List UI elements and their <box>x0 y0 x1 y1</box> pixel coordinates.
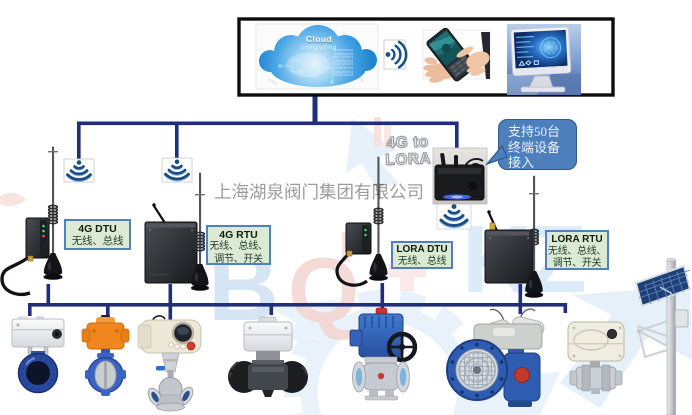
rtu-lora-device <box>484 210 534 284</box>
gateway-device-image <box>432 147 488 205</box>
cloud-subtitle: computing <box>301 43 337 51</box>
label-4g-dtu: 4G DTU 无线、总线 <box>64 219 131 250</box>
cloud-title: Cloud <box>305 34 333 44</box>
valve-gate-cream-actuator <box>137 315 202 412</box>
cloud-binary-digits: 0110100101 1010011010 0101101001 1101001… <box>333 49 354 79</box>
valve-butterfly-orange-actuator <box>81 315 130 396</box>
gateway-caption: 4G to LORA <box>380 133 435 169</box>
label-4g-rtu-line2: 调节、开关 <box>214 253 263 265</box>
mobile-phone-image <box>422 27 491 83</box>
company-watermark: 上海湖泉阀门集团有限公司 <box>214 182 424 202</box>
rtu-4g-antenna <box>191 172 209 291</box>
callout-tail <box>485 145 508 166</box>
dtu-lora-device <box>335 222 372 287</box>
wifi-signal-icon <box>383 39 408 70</box>
label-4g-rtu-title: 4G RTU <box>219 229 258 241</box>
gateway-caption-line2: LORA <box>384 149 432 169</box>
valve-ball-cream-actuator <box>567 321 625 394</box>
valve-butterfly-white-actuator <box>11 316 65 394</box>
rtu-lora-antenna <box>524 175 544 298</box>
wires <box>28 95 568 320</box>
callout-line2: 终端设备 <box>508 139 561 155</box>
label-lora-dtu-title: LORA DTU <box>396 244 448 255</box>
computer-monitor-image <box>507 24 581 95</box>
cloud-computing-image <box>255 23 379 90</box>
valve-ball-black-body <box>228 316 308 397</box>
label-lora-rtu-title: LORA RTU <box>551 234 603 245</box>
wifi-down-icon-4g-dtu <box>63 158 95 183</box>
rtu-4g-device <box>144 203 198 284</box>
label-lora-rtu: LORA RTU 无线、总线、 调节、开关 <box>545 230 609 270</box>
label-4g-rtu-line1: 无线、总线、 <box>209 241 268 252</box>
label-lora-rtu-line2: 调节、开关 <box>552 258 602 269</box>
valve-flanged-blue-gray-actuator <box>446 308 545 407</box>
valve-ball-blue-actuator <box>349 307 418 401</box>
handwheel <box>386 331 418 363</box>
label-4g-dtu-title: 4G DTU <box>78 223 117 235</box>
wifi-down-icon-4g-rtu <box>161 157 193 183</box>
wifi-down-icon-lora <box>436 201 472 230</box>
label-lora-rtu-line1: 无线、总线、 <box>547 245 607 257</box>
callout-line3: 接入 <box>508 155 535 171</box>
label-4g-rtu: 4G RTU 无线、总线、 调节、开关 <box>206 225 271 265</box>
label-4g-dtu-line: 无线、总线 <box>71 236 124 247</box>
cloud-platform-box <box>237 17 615 97</box>
dtu-4g-antenna <box>43 146 63 280</box>
callout-bubble: 支持50台 终端设备 接入 <box>498 119 577 170</box>
label-lora-dtu-line: 无线、总线 <box>397 255 447 267</box>
callout-line1: 支持50台 <box>508 124 561 139</box>
label-lora-dtu: LORA DTU 无线、总线 <box>391 241 453 269</box>
dtu-4g-device <box>0 217 50 297</box>
dtu-lora-antenna <box>369 156 388 281</box>
solar-panel-pole <box>634 258 692 415</box>
